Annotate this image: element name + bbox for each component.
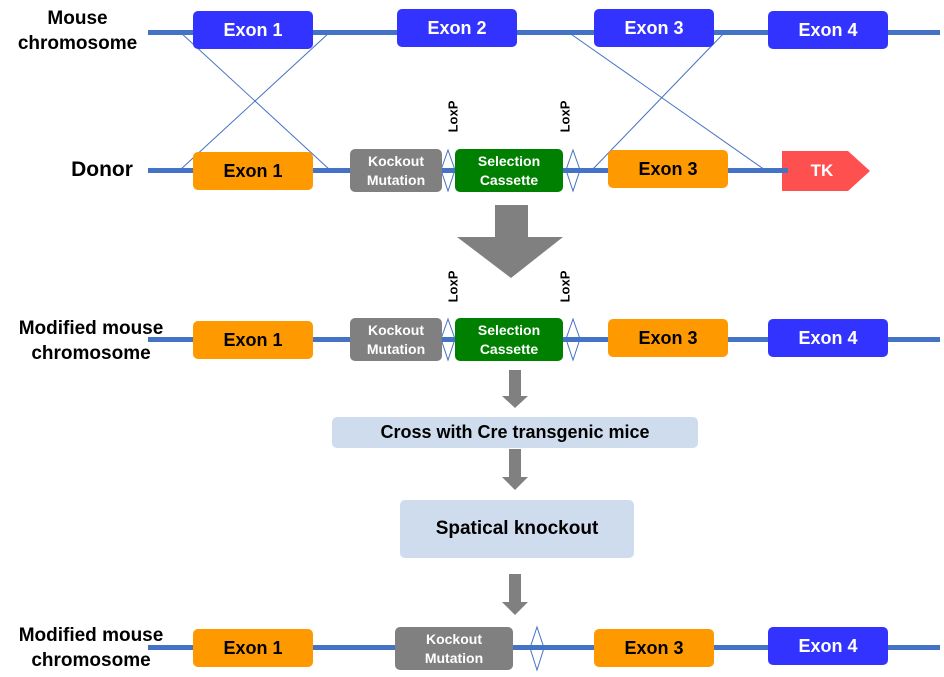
exon-1: Exon 1	[193, 629, 313, 667]
tk-marker	[782, 151, 870, 191]
cross-step-box: Cross with Cre transgenic mice	[332, 417, 698, 448]
row-label-donor: Donor	[71, 158, 133, 181]
chromosome-line	[148, 30, 940, 35]
exon-3: Exon 3	[594, 629, 714, 667]
exon-4: Exon 4	[768, 627, 888, 665]
kockout-mutation: Kockout Mutation	[395, 627, 513, 670]
exon-4: Exon 4	[768, 319, 888, 357]
exon-1: Exon 1	[193, 152, 313, 190]
chromosome-line	[148, 645, 940, 650]
crossover-line	[567, 31, 766, 171]
row-label-modified: Modified mouse chromosome	[18, 625, 164, 671]
loxp-label: LoxP	[445, 270, 461, 303]
exon-1: Exon 1	[193, 11, 313, 49]
small-down-arrow	[502, 449, 528, 490]
exon-3: Exon 3	[608, 150, 728, 188]
tk-label: TK	[810, 161, 834, 180]
loxp-label: LoxP	[557, 270, 573, 303]
exon-3: Exon 3	[594, 9, 714, 47]
exon-2: Exon 2	[397, 9, 517, 47]
selection-cassette: Selection Cassette	[455, 149, 563, 192]
crossover-line	[179, 31, 331, 171]
row-label-mouse: Mouse chromosome	[17, 8, 138, 54]
small-down-arrow	[502, 574, 528, 615]
kockout-mutation: Kockout Mutation	[350, 149, 442, 192]
row-label-modified: Modified mouse chromosome	[18, 318, 164, 364]
exon-3: Exon 3	[608, 319, 728, 357]
crossover-line	[591, 31, 726, 171]
loxp-label: LoxP	[557, 100, 573, 133]
kockout-mutation: Kockout Mutation	[350, 318, 442, 361]
selection-cassette: Selection Cassette	[455, 318, 563, 361]
exon-4: Exon 4	[768, 11, 888, 49]
big-down-arrow	[457, 205, 563, 278]
exon-1: Exon 1	[193, 321, 313, 359]
small-down-arrow	[502, 370, 528, 408]
loxp-label: LoxP	[445, 100, 461, 133]
spatical-knockout-box: Spatical knockout	[400, 500, 634, 558]
